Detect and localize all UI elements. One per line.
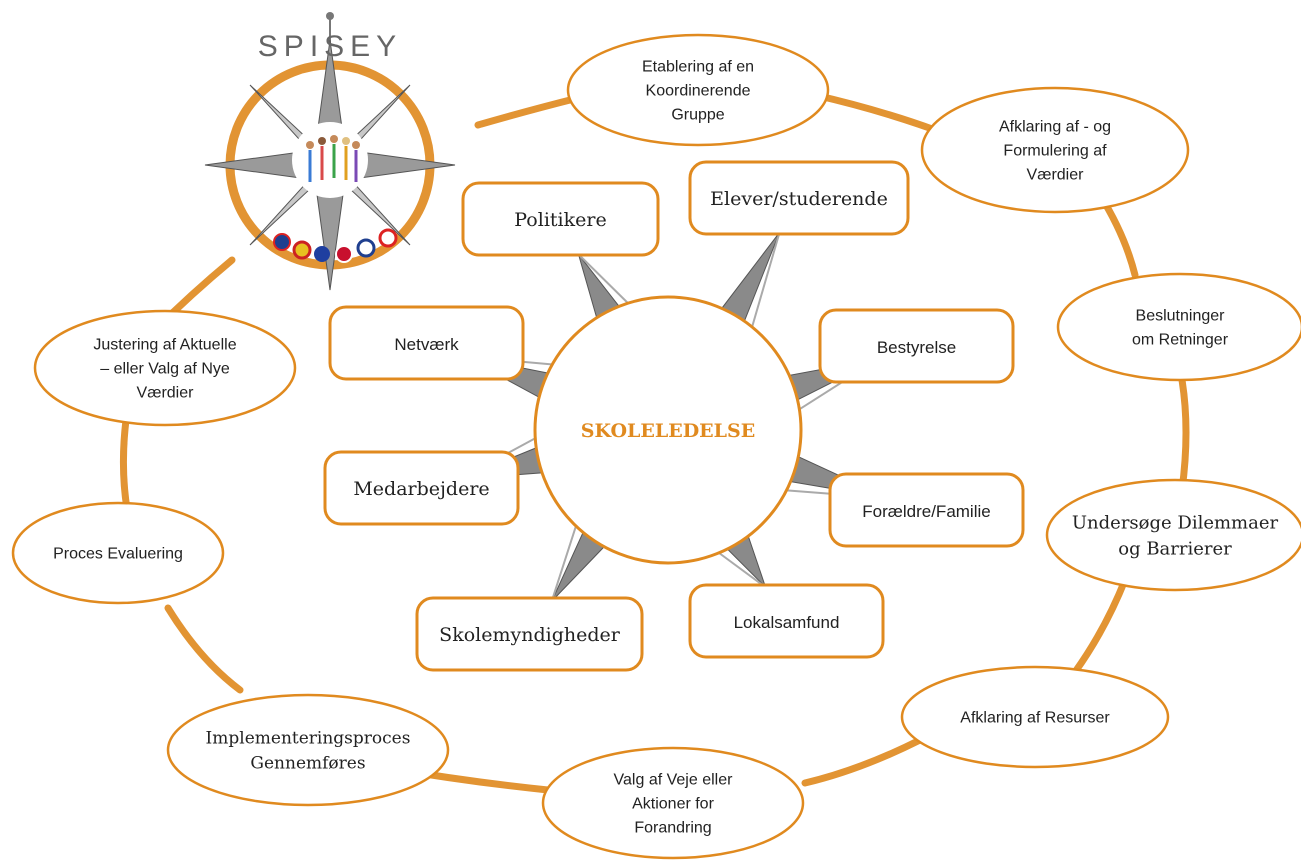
cycle-step-ellipse xyxy=(166,693,450,807)
cycle-step-label: Gruppe xyxy=(671,107,724,124)
logo-text: SPISEY xyxy=(258,30,402,63)
stakeholder-label: Medarbejdere xyxy=(353,478,489,500)
stakeholder-label: Forældre/Familie xyxy=(862,502,990,521)
cycle-step-label: Aktioner for xyxy=(632,796,714,813)
cycle-step-ellipse xyxy=(920,86,1190,214)
stakeholder-box: Skolemyndigheder xyxy=(415,596,644,672)
cycle-step-label: Undersøge Dilemmaer xyxy=(1072,512,1279,533)
children-figures-icon xyxy=(306,135,360,182)
stakeholder-box-frame xyxy=(818,308,1015,384)
spoke-line xyxy=(712,548,767,589)
stakeholder-label: Politikere xyxy=(514,209,606,231)
cycle-step-label: Koordinerende xyxy=(646,83,751,100)
cycle-step-label: Valg af Veje eller xyxy=(614,772,734,789)
stakeholder-box-frame xyxy=(323,450,520,526)
cycle-step-label: om Retninger xyxy=(1132,332,1229,349)
stakeholder-box-frame xyxy=(328,305,525,381)
cycle-step-ellipse xyxy=(1045,478,1301,592)
ring-segment xyxy=(474,94,582,129)
cycle-step-label: Justering af Aktuelle xyxy=(93,337,236,354)
stakeholder-box-frame xyxy=(688,583,885,659)
cycle-step-label: Afklaring af - og xyxy=(999,119,1111,136)
cycle-step-label: Beslutninger xyxy=(1136,308,1226,325)
ring-segment xyxy=(119,416,132,519)
cycle-step-ellipse xyxy=(1056,272,1301,382)
cycle-step-ellipse xyxy=(900,665,1170,769)
cycle-steps: Etablering af enKoordinerendeGruppeAfkla… xyxy=(11,33,1301,860)
cycle-step-ellipse xyxy=(541,746,805,860)
stakeholder-box-frame xyxy=(415,596,644,672)
uk-flag-icon xyxy=(273,233,291,251)
stakeholder-label: Skolemyndigheder xyxy=(439,624,621,646)
flags-row-icon xyxy=(273,228,398,263)
cycle-step: Afklaring af Resurser xyxy=(900,665,1170,769)
cycle-step: Justering af Aktuelle – eller Valg af Nye… xyxy=(33,309,297,427)
stakeholder-box-frame xyxy=(461,181,660,257)
france-flag-icon xyxy=(378,228,398,248)
stakeholder-box: Bestyrelse xyxy=(818,308,1015,384)
logo-pin-head xyxy=(326,12,334,20)
cycle-step-ellipse xyxy=(33,309,297,427)
stakeholder-label: Elever/studerende xyxy=(710,188,888,210)
stakeholder-box: Netværk xyxy=(328,305,525,381)
spain-flag-icon xyxy=(292,240,312,260)
cycle-step-ellipse xyxy=(11,501,225,605)
spisey-logo: SPISEY xyxy=(204,12,456,291)
stakeholder-box: Politikere xyxy=(461,181,660,257)
stakeholder-box-frame xyxy=(688,160,910,236)
spoke-line xyxy=(749,232,781,334)
stakeholder-box: Medarbejdere xyxy=(323,450,520,526)
spoke-line xyxy=(577,253,634,309)
cycle-step: Beslutninger om Retninger xyxy=(1056,272,1301,382)
eu-flag-icon xyxy=(314,246,330,262)
stakeholder-label: Lokalsamfund xyxy=(734,613,840,632)
cycle-step-label: Gennemføres xyxy=(250,753,365,773)
cycle-step-label: Formulering af xyxy=(1003,143,1107,160)
ring-segment xyxy=(801,736,924,787)
center-node: SKOLELEDELSE xyxy=(533,295,803,565)
cycle-step-label: Afklaring af Resurser xyxy=(960,710,1110,727)
cycle-step: Afklaring af - og Formulering af Værdier xyxy=(920,86,1190,214)
ring-segment xyxy=(1178,376,1190,494)
ring-segment xyxy=(811,91,939,134)
spoke-line xyxy=(550,519,579,602)
ring-segment xyxy=(164,604,244,694)
cycle-step-label: Proces Evaluering xyxy=(53,546,183,563)
cycle-step-label: – eller Valg af Nye xyxy=(100,361,230,378)
denmark-flag-icon xyxy=(335,245,353,263)
cycle-step-ellipse xyxy=(566,33,830,147)
stakeholder-box: Elever/studerende xyxy=(688,160,910,236)
cycle-step: Undersøge Dilemmaer og Barrierer xyxy=(1045,478,1301,592)
cycle-step-label: Værdier xyxy=(137,385,195,402)
stakeholder-label: Netværk xyxy=(394,335,459,354)
cycle-step-label: og Barrierer xyxy=(1118,538,1232,559)
finland-flag-icon xyxy=(356,238,376,258)
cycle-step-label: Implementeringsproces xyxy=(206,728,411,748)
center-circle xyxy=(533,295,803,565)
stakeholder-box: Lokalsamfund xyxy=(688,583,885,659)
cycle-step-label: Værdier xyxy=(1027,167,1085,184)
stakeholder-box: Forældre/Familie xyxy=(828,472,1025,548)
stakeholder-label: Bestyrelse xyxy=(877,338,956,357)
ring-segment xyxy=(1071,576,1129,676)
stakeholder-box-frame xyxy=(828,472,1025,548)
cycle-step-label: Forandring xyxy=(634,820,711,837)
cycle-step-label: Etablering af en xyxy=(642,59,754,76)
cycle-step: Proces Evaluering xyxy=(11,501,225,605)
center-label: SKOLELEDELSE xyxy=(581,420,755,442)
